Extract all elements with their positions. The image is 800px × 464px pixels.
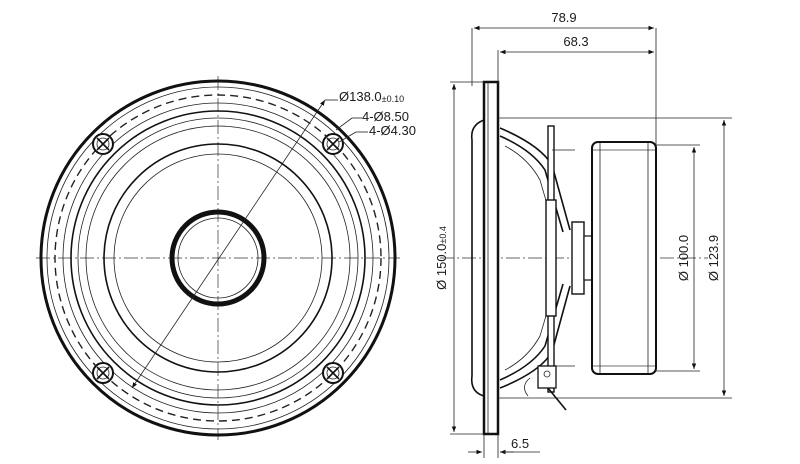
bolt-circle-label: Ø138.0±0.10 — [339, 89, 404, 104]
mount-holes-label: 4-Ø8.50 — [362, 109, 409, 124]
front-view: Ø138.0±0.10 4-Ø8.50 4-Ø4.30 — [36, 76, 416, 440]
basket-diameter-label: Ø 123.9 — [706, 235, 721, 281]
flange-thickness-label: 6.5 — [511, 436, 529, 451]
frame-diameter-label: Ø 150.0±0.4 — [434, 226, 449, 290]
side-view: 78.9 68.3 Ø 150.0±0.4 Ø 100.0 Ø 123.9 6.… — [434, 10, 732, 458]
small-holes-label: 4-Ø4.30 — [369, 123, 416, 138]
mounting-hole-br — [322, 362, 344, 384]
overall-depth-label: 78.9 — [551, 10, 576, 25]
mounting-hole-tr — [322, 133, 344, 155]
mounting-hole-bl — [92, 362, 114, 384]
mounting-hole-tl — [92, 133, 114, 155]
magnet-diameter-label: Ø 100.0 — [676, 235, 691, 281]
motor-depth-label: 68.3 — [563, 34, 588, 49]
